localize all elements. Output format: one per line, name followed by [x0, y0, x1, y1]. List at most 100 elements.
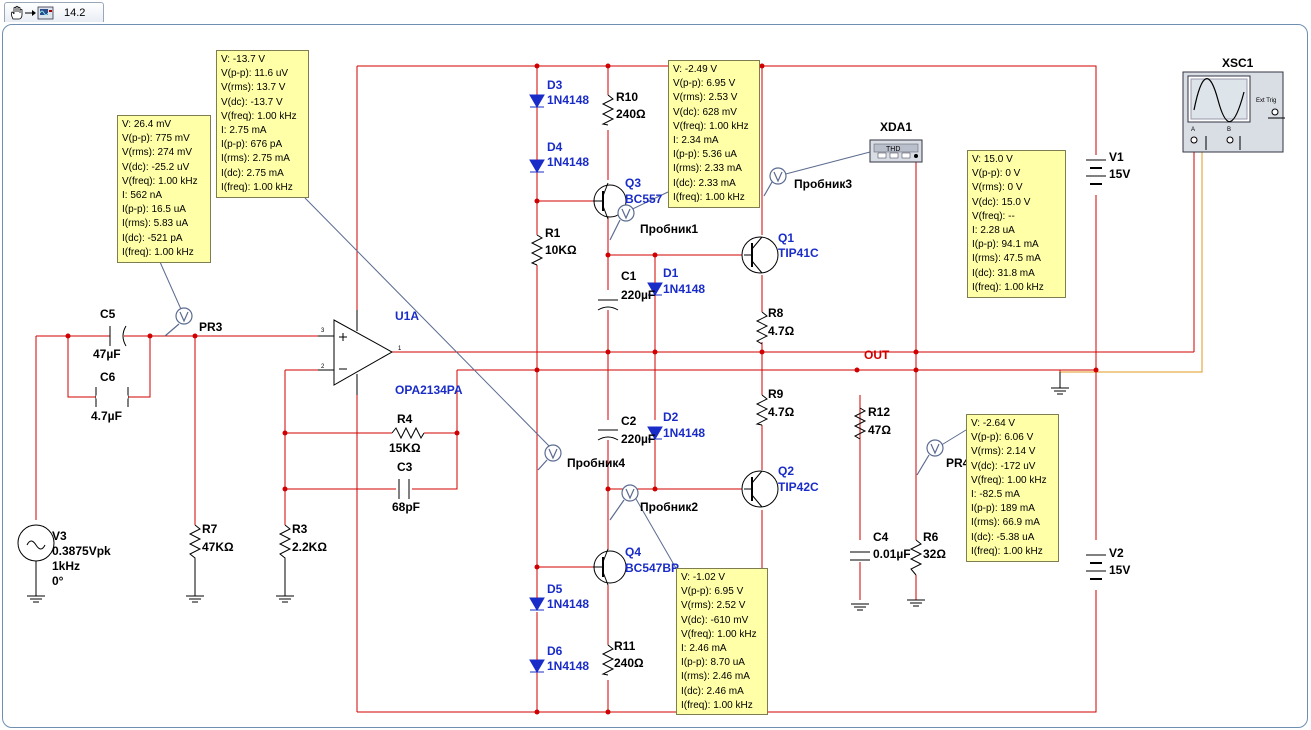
pr3-label: PR3	[199, 320, 223, 334]
labels: V3 0.3875Vpk 1kHz 0° C5 47µF C6 4.7µF PR…	[52, 56, 1276, 673]
r4-resistor	[391, 426, 425, 440]
r9-name: R9	[768, 387, 784, 401]
hand-icon	[10, 5, 23, 19]
tab-icons	[10, 5, 54, 19]
probe4-probe-icon	[537, 444, 562, 471]
r11-value: 240Ω	[614, 656, 644, 670]
r7-value: 47KΩ	[202, 540, 234, 554]
v3-phase: 0°	[52, 574, 64, 588]
c6-value: 4.7µF	[91, 409, 122, 423]
scope-ext-trig-label: Ext Trig	[1256, 98, 1276, 104]
r6-resistor	[907, 539, 925, 607]
r9-resistor	[755, 394, 769, 426]
v2-name: V2	[1109, 546, 1124, 560]
pr4-probe-icon	[916, 439, 944, 476]
instrument-icon	[37, 6, 54, 19]
q3-transistor	[593, 182, 627, 220]
q1-transistor	[741, 236, 779, 274]
probe-markers	[164, 167, 944, 521]
c3-capacitor	[398, 479, 410, 499]
pin2-label: 2	[321, 364, 325, 370]
junctions	[65, 63, 1099, 715]
c6-name: C6	[100, 370, 116, 384]
probe-leads	[159, 151, 967, 571]
xsc1-name: XSC1	[1222, 56, 1254, 70]
scope-b-wire	[1060, 140, 1203, 373]
probe3-probe-icon	[763, 167, 787, 197]
d2-part: 1N4148	[663, 426, 705, 440]
c6-capacitor	[95, 387, 129, 407]
c4-capacitor	[850, 551, 870, 611]
thd-label: THD	[886, 146, 900, 153]
r4-name: R4	[397, 412, 413, 426]
tab-label: 14.2	[64, 6, 86, 19]
v2-battery	[1086, 554, 1106, 580]
q3-name: Q3	[625, 176, 641, 190]
r10-resistor	[601, 94, 615, 126]
v1-battery	[1086, 159, 1106, 185]
d5-part: 1N4148	[547, 597, 589, 611]
q2-transistor	[741, 470, 779, 508]
pin3-label: 3	[321, 328, 325, 334]
r10-name: R10	[616, 90, 638, 104]
c4-name: C4	[873, 530, 889, 544]
q1-part: TIP41C	[778, 246, 819, 260]
scope-a-label: A	[1191, 127, 1195, 133]
d6-part: 1N4148	[547, 659, 589, 673]
out-net-label: OUT	[864, 348, 890, 362]
d3-name: D3	[547, 78, 563, 92]
r4-value: 15KΩ	[389, 441, 421, 455]
d4-name: D4	[547, 140, 563, 154]
q2-part: TIP42C	[778, 480, 819, 494]
r8-name: R8	[768, 306, 784, 320]
c1-name: C1	[621, 269, 637, 283]
v3-source	[17, 524, 55, 603]
probe3-label: Пробник3	[794, 177, 852, 191]
c5-capacitor	[109, 325, 127, 347]
circuit-tab[interactable]: 14.2	[4, 2, 104, 22]
d6-name: D6	[547, 644, 563, 658]
opamp-part: OPA2134PA	[395, 383, 463, 397]
xda1-instrument	[869, 139, 923, 163]
c3-value: 68pF	[392, 500, 420, 514]
c3-name: C3	[397, 460, 413, 474]
d2-name: D2	[663, 410, 679, 424]
u1a-label: U1A	[395, 309, 419, 323]
probe1-label: Пробник1	[640, 222, 698, 236]
c4-value: 0.01µF	[873, 547, 911, 561]
d1-part: 1N4148	[663, 282, 705, 296]
c2-value: 220µF	[621, 432, 655, 446]
c5-name: C5	[100, 307, 116, 321]
diodes	[529, 94, 663, 673]
q4-transistor	[593, 548, 627, 586]
d6-diode	[529, 648, 545, 673]
probe2-label: Пробник2	[640, 500, 698, 514]
r6-value: 32Ω	[923, 547, 946, 561]
wires	[35, 65, 1194, 713]
r1-resistor	[530, 234, 544, 266]
r12-name: R12	[868, 405, 890, 419]
arrow-icon	[25, 9, 36, 16]
pr3-probe-icon	[164, 307, 193, 337]
v3-frequency: 1kHz	[52, 559, 80, 573]
r6-name: R6	[923, 530, 939, 544]
d1-diode	[647, 275, 663, 296]
q4-part: BC547BP	[625, 561, 679, 575]
r12-resistor	[853, 407, 867, 440]
r3-name: R3	[292, 522, 308, 536]
r1-value: 10KΩ	[545, 243, 577, 257]
r8-resistor	[755, 311, 769, 345]
r8-value: 4.7Ω	[768, 324, 795, 338]
d5-diode	[529, 590, 545, 611]
r1-name: R1	[545, 226, 561, 240]
d5-name: D5	[547, 582, 563, 596]
opamp-u1a	[318, 310, 394, 395]
r11-resistor	[601, 644, 615, 676]
c2-name: C2	[621, 414, 637, 428]
